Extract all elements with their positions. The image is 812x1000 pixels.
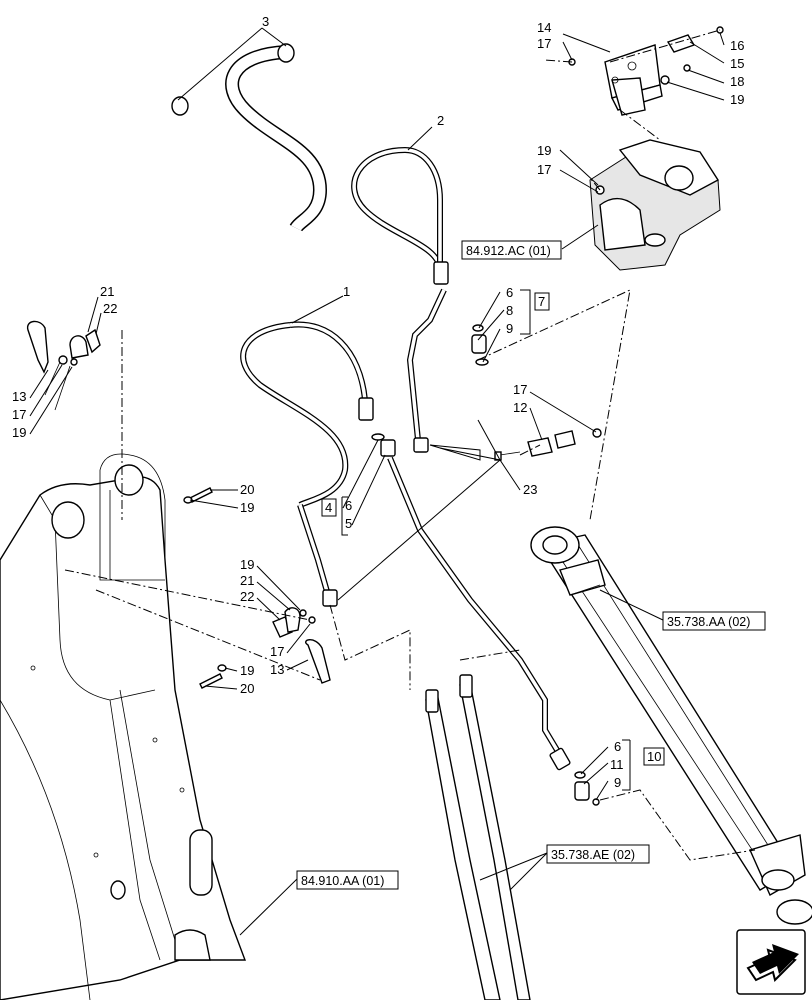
callout-3: 3 — [262, 14, 269, 29]
hydraulic-line-1 — [240, 321, 374, 607]
hose-pair — [425, 674, 531, 1000]
ref-84-912-ac: 84.912.AC (01) — [466, 244, 551, 258]
assembly-lines — [64, 29, 756, 861]
callout-21: 21 — [240, 573, 254, 588]
callout-22: 22 — [103, 301, 117, 316]
callout-8: 8 — [506, 303, 513, 318]
callout-19: 19 — [240, 663, 254, 678]
hydraulic-line-2 — [351, 147, 449, 453]
fitting-group-10 — [574, 771, 600, 806]
callout-13: 13 — [270, 662, 284, 677]
fitting-group-7 — [471, 324, 489, 366]
callout-22: 22 — [240, 589, 254, 604]
callout-19: 19 — [730, 92, 744, 107]
ref-35-738-ae: 35.738.AE (02) — [551, 848, 635, 862]
ref-35-738-aa: 35.738.AA (02) — [667, 615, 750, 629]
callout-15: 15 — [730, 56, 744, 71]
callout-17: 17 — [537, 162, 551, 177]
callout-13: 13 — [12, 389, 26, 404]
leader-lines — [29, 27, 725, 936]
callout-20: 20 — [240, 681, 254, 696]
callout-5: 5 — [345, 516, 352, 531]
ref-84-910-aa: 84.910.AA (01) — [301, 874, 384, 888]
callout-6: 6 — [506, 285, 513, 300]
callout-17: 17 — [537, 36, 551, 51]
callouts: 3 2 1 14 17 16 15 18 19 19 17 6 8 9 7 17… — [12, 14, 744, 790]
callout-19: 19 — [12, 425, 26, 440]
clamp-12 — [494, 428, 602, 461]
callout-18: 18 — [730, 74, 744, 89]
callout-19: 19 — [240, 557, 254, 572]
callout-21: 21 — [100, 284, 114, 299]
bolt-20-lower — [199, 664, 227, 689]
callout-19: 19 — [537, 143, 551, 158]
callout-23: 23 — [523, 482, 537, 497]
callout-17: 17 — [12, 407, 26, 422]
callout-17: 17 — [270, 644, 284, 659]
callout-20: 20 — [240, 482, 254, 497]
boom-arm — [0, 453, 247, 1000]
callout-9: 9 — [614, 775, 621, 790]
clamp-set-lower — [272, 607, 331, 684]
callout-14: 14 — [537, 20, 551, 35]
callout-4: 4 — [325, 500, 332, 515]
hose-3 — [116, 43, 328, 286]
hydraulic-line-23 — [380, 439, 571, 771]
cylinder — [530, 526, 812, 925]
mount-casting — [589, 139, 721, 271]
bolt-20-upper — [183, 487, 213, 504]
callout-6: 6 — [614, 739, 621, 754]
callout-1: 1 — [343, 284, 350, 299]
callout-12: 12 — [513, 400, 527, 415]
callout-7: 7 — [538, 294, 545, 309]
callout-17: 17 — [513, 382, 527, 397]
clamp-set-upper — [26, 320, 101, 411]
fitting-group-4 — [371, 433, 385, 441]
reference-labels: 84.912.AC (01) 35.738.AA (02) 35.738.AE … — [296, 240, 766, 890]
next-page-arrow-icon[interactable] — [736, 929, 806, 995]
callout-10: 10 — [647, 749, 661, 764]
callout-19: 19 — [240, 500, 254, 515]
callout-16: 16 — [730, 38, 744, 53]
callout-11: 11 — [610, 757, 624, 772]
bracket-14 — [568, 26, 724, 116]
callout-6: 6 — [345, 498, 352, 513]
callout-2: 2 — [437, 113, 444, 128]
callout-9: 9 — [506, 321, 513, 336]
